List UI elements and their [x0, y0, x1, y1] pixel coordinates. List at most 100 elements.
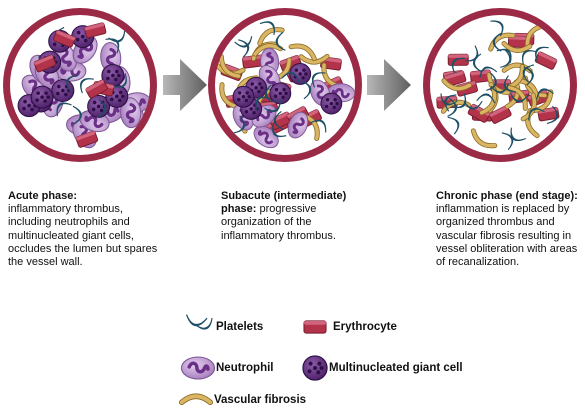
platelet-cell — [492, 32, 502, 52]
erythrocyte-cell — [75, 130, 99, 148]
platelet-cell — [546, 105, 559, 124]
erythrocyte-cell — [53, 30, 76, 48]
platelet-cell — [264, 99, 281, 113]
platelet-cell — [522, 49, 537, 65]
fibrosis-strand — [257, 27, 285, 46]
platelet-cell — [281, 72, 300, 83]
platelet-cell — [535, 46, 549, 62]
fibrosis-strand — [530, 89, 554, 114]
platelet-cell — [522, 64, 535, 83]
platelet-cell — [503, 75, 516, 93]
acute-phase-description: Acute phase: inflammatory thrombus, incl… — [8, 190, 168, 269]
platelet-cell — [272, 122, 287, 138]
fibrosis-strand — [479, 87, 497, 116]
platelet-cell — [80, 78, 94, 94]
platelet-cell — [259, 21, 275, 36]
platelet-cell — [444, 94, 457, 112]
erythrocyte-cell — [534, 51, 558, 70]
platelet-cell — [186, 314, 208, 327]
platelet-cell — [500, 49, 512, 68]
neutrophil-cell — [120, 97, 142, 129]
arrow-subacute-to-chronic — [367, 59, 411, 111]
platelet-cell — [476, 93, 496, 104]
arrow-acute-to-subacute — [163, 59, 207, 111]
platelet-cell — [56, 102, 72, 117]
platelet-cell — [447, 116, 460, 135]
platelet-cell — [273, 110, 284, 130]
platelet-cell — [66, 74, 79, 92]
platelet-cell — [194, 318, 213, 330]
giant-cell — [269, 82, 292, 105]
fibrosis-strand — [219, 82, 239, 110]
neutrophil-cell — [253, 125, 279, 149]
chronic-phase-text: inflammation is replaced by organized th… — [436, 203, 578, 269]
subacute-phase-text: progressive organization of the inflamma… — [221, 203, 336, 242]
giant-cell — [289, 63, 312, 85]
platelet-cell — [528, 107, 545, 121]
platelet-cell — [234, 36, 253, 48]
fibrosis-strand — [298, 53, 330, 65]
acute-phase-title: Acute phase: — [8, 190, 78, 202]
erythrocyte-cell — [507, 35, 530, 49]
platelet-cell — [490, 83, 510, 94]
platelet-cell — [265, 84, 276, 103]
platelet-cell — [233, 115, 246, 134]
subacute-phase-description: Subacute (intermediate) phase: progressi… — [221, 190, 376, 243]
legend-label-platelets: Platelets — [216, 321, 264, 333]
giant-cell — [51, 79, 75, 103]
platelet-cell — [311, 72, 326, 88]
fibrosis-strand — [470, 128, 498, 149]
platelet-cell — [451, 57, 466, 74]
chronic-phase-description: Chronic phase (end stage): inflammation … — [436, 190, 584, 269]
neutrophil-cell — [180, 356, 216, 380]
platelet-cell — [536, 88, 554, 101]
platelet-cell — [72, 105, 82, 125]
giant-cell — [17, 94, 41, 118]
fibrosis-strand — [178, 393, 214, 406]
platelet-cell — [112, 73, 127, 88]
erythrocyte-cell — [84, 22, 107, 39]
chronic-phase-title: Chronic phase (end stage): — [436, 190, 578, 202]
platelet-cell — [301, 80, 312, 100]
acute-phase-text: inflammatory thrombus, including neutrop… — [8, 203, 158, 269]
fibrosis-strand — [488, 32, 516, 52]
platelet-cell — [238, 39, 250, 58]
fibrosis-strand — [501, 41, 533, 53]
neutrophil-cell — [287, 111, 309, 139]
erythrocyte-cell — [303, 320, 327, 334]
legend-label-giant-cell: Multinucleated giant cell — [329, 362, 463, 374]
erythrocyte-cell — [447, 53, 469, 66]
platelet-cell — [452, 93, 467, 109]
legend-label-erythrocyte: Erythrocyte — [333, 321, 397, 333]
platelet-cell — [463, 100, 483, 110]
giant-cell — [232, 85, 255, 108]
fibrosis-strand — [218, 54, 242, 79]
fibrosis-strand — [252, 43, 284, 57]
platelet-cell — [523, 66, 534, 86]
platelet-cell — [96, 98, 107, 118]
erythrocyte-cell — [489, 105, 512, 124]
legend-label-vascular-fibrosis: Vascular fibrosis — [214, 394, 307, 406]
giant-cell — [30, 85, 54, 109]
platelet-cell — [105, 38, 120, 54]
fibrosis-strand — [441, 78, 473, 92]
platelet-cell — [275, 31, 286, 51]
giant-cell — [320, 92, 343, 115]
vessel-acute — [3, 8, 157, 162]
platelet-cell — [465, 45, 479, 62]
platelet-cell — [255, 96, 271, 111]
fibrosis-strand — [507, 85, 528, 111]
erythrocyte-cell — [85, 79, 108, 99]
platelet-cell — [490, 20, 504, 37]
platelet-cell — [310, 119, 327, 133]
giant-cell — [302, 355, 328, 381]
legend-label-neutrophil: Neutrophil — [216, 362, 274, 374]
platelet-cell — [496, 48, 512, 63]
platelet-cell — [509, 92, 529, 103]
vessel-chronic — [423, 8, 577, 162]
erythrocyte-cell — [33, 54, 57, 73]
subacute-phase-title: Subacute (intermediate) phase: — [221, 190, 347, 216]
fibrosis-strand — [288, 43, 317, 62]
